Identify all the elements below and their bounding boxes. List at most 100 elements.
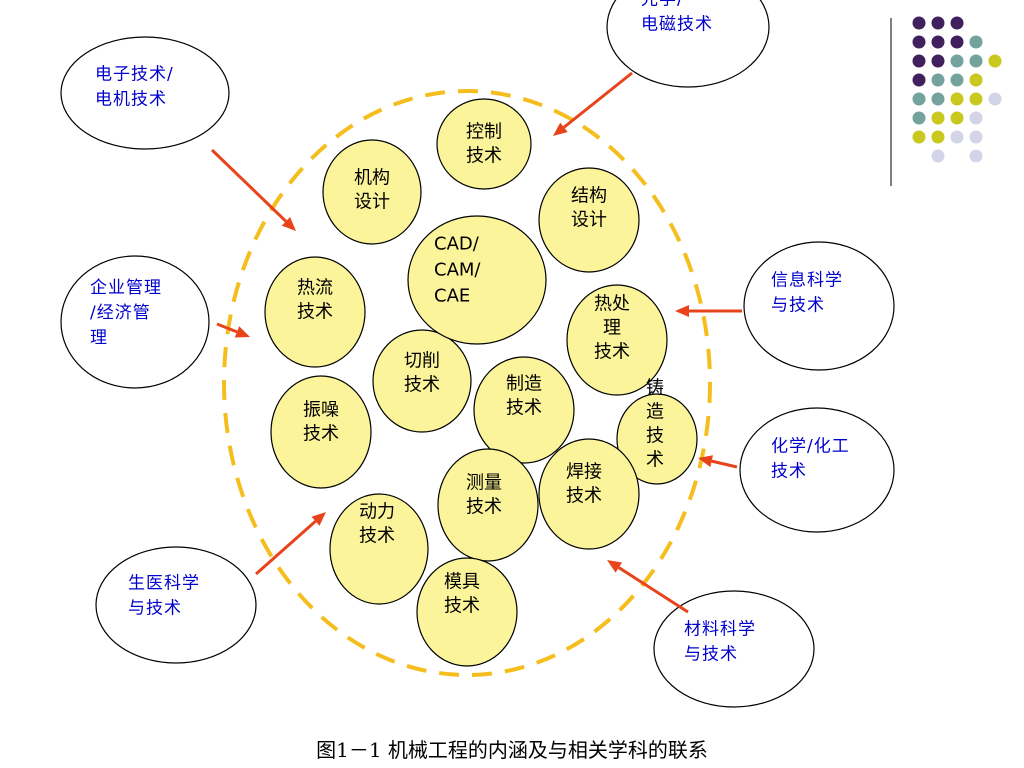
arrow-chemistry [711,459,738,469]
node-vibration-noise-label: 振噪 [303,400,339,421]
arrow-management [216,322,238,334]
node-mold-label: 技术 [444,596,480,617]
node-manufacturing-shape [473,356,575,464]
node-heat-treatment-label: 技术 [594,342,630,363]
outer-electronics-label: 电机技术 [95,90,167,110]
node-cutting-label: 切削 [404,351,440,372]
decor-dot [912,73,926,87]
node-heat-treatment-label: 理 [603,318,621,339]
outer-biomed-shape [95,546,257,664]
arrowhead-optics-em [553,122,568,136]
outer-optics-em-label: 光学/ [641,0,684,10]
dashed-boundary-ellipse [222,89,712,677]
outer-biomed-label: 生医科学 [128,574,200,594]
outer-chemistry-label: 技术 [771,462,807,482]
decor-dot [931,92,945,106]
node-vibration-noise-shape [270,375,372,489]
decor-dot [988,92,1002,106]
decor-dot [950,130,964,144]
decor-dot [969,73,983,87]
node-casting-shape [616,393,698,485]
node-measurement-label: 技术 [466,497,502,518]
decor-dot [912,16,926,30]
outer-info-science-label: 与技术 [771,296,825,316]
arrowhead-chemistry [698,455,713,467]
decor-dot [969,149,983,163]
arrow-biomed [255,520,317,576]
decor-dot [950,92,964,106]
decor-dot [931,149,945,163]
node-mold-label: 模具 [444,572,480,593]
decor-dot [912,130,926,144]
decor-dot [969,54,983,68]
node-casting-label: 铸 [646,378,664,399]
decor-dot [950,35,964,49]
arrowhead-electronics [281,216,296,231]
outer-info-science-shape [743,241,895,371]
figure-caption: 图1－1 机械工程的内涵及与相关学科的联系 [316,738,708,762]
arrowhead-info-science [675,305,689,317]
node-measurement-shape [437,448,539,562]
node-control-label: 控制 [466,122,502,143]
node-mechanism-design-label: 机构 [354,168,390,189]
node-heat-treatment-shape [566,284,668,396]
decor-dot [950,54,964,68]
decor-dot [931,130,945,144]
decor-dot [950,16,964,30]
node-welding-shape [538,438,640,550]
inner-topics: 控制技术机构设计结构设计热流技术热处理技术切削技术制造技术振噪技术铸造技术测量技… [264,98,698,667]
node-cad-cam-cae-label: CAM/ [434,260,481,281]
node-thermal-fluid-label: 热流 [297,278,333,299]
arrows [210,71,742,614]
node-cad-cam-cae-shape [407,215,547,345]
node-power-shape [329,493,429,605]
outer-biomed-label: 与技术 [128,599,182,619]
node-cad-cam-cae: CAD/CAM/CAE [407,215,547,345]
decor-dot [912,35,926,49]
node-cutting-label: 技术 [404,375,440,396]
node-power-label: 动力 [359,502,395,523]
decor-dot [912,54,926,68]
outer-chemistry-shape [739,407,895,533]
decor-dot [931,111,945,125]
decor-dot [912,111,926,125]
node-manufacturing-label: 制造 [506,374,542,395]
node-manufacturing-label: 技术 [506,398,542,419]
node-control-shape [436,98,532,190]
decor-dot [969,130,983,144]
outer-electronics: 电子技术/电机技术 [60,36,230,150]
node-structure-design-label: 设计 [571,210,607,231]
outer-info-science-label: 信息科学 [771,271,843,291]
node-cad-cam-cae-label: CAD/ [434,234,480,255]
node-structure-design-label: 结构 [571,186,607,207]
outer-chemistry-label: 化学/化工 [771,437,850,457]
arrowhead-management [234,326,250,338]
node-cad-cam-cae-label: CAE [434,286,470,307]
arrow-optics-em [563,71,633,129]
node-cutting-shape [372,329,472,433]
decor-dot [950,111,964,125]
node-casting-label: 造 [646,402,664,423]
decor-dot [988,54,1002,68]
arrowhead-biomed [311,512,326,526]
node-heat-treatment-label: 热处 [594,294,630,315]
node-thermal-fluid-shape [264,256,366,368]
node-measurement-label: 测量 [466,473,502,494]
node-power-label: 技术 [359,526,395,547]
decor-dot [950,73,964,87]
node-casting-label: 技 [646,426,664,447]
outer-disciplines: 光学/电磁技术电子技术/电机技术企业管理/经济管理信息科学与技术化学/化工技术生… [60,0,895,708]
node-vibration-noise-label: 技术 [303,424,339,445]
